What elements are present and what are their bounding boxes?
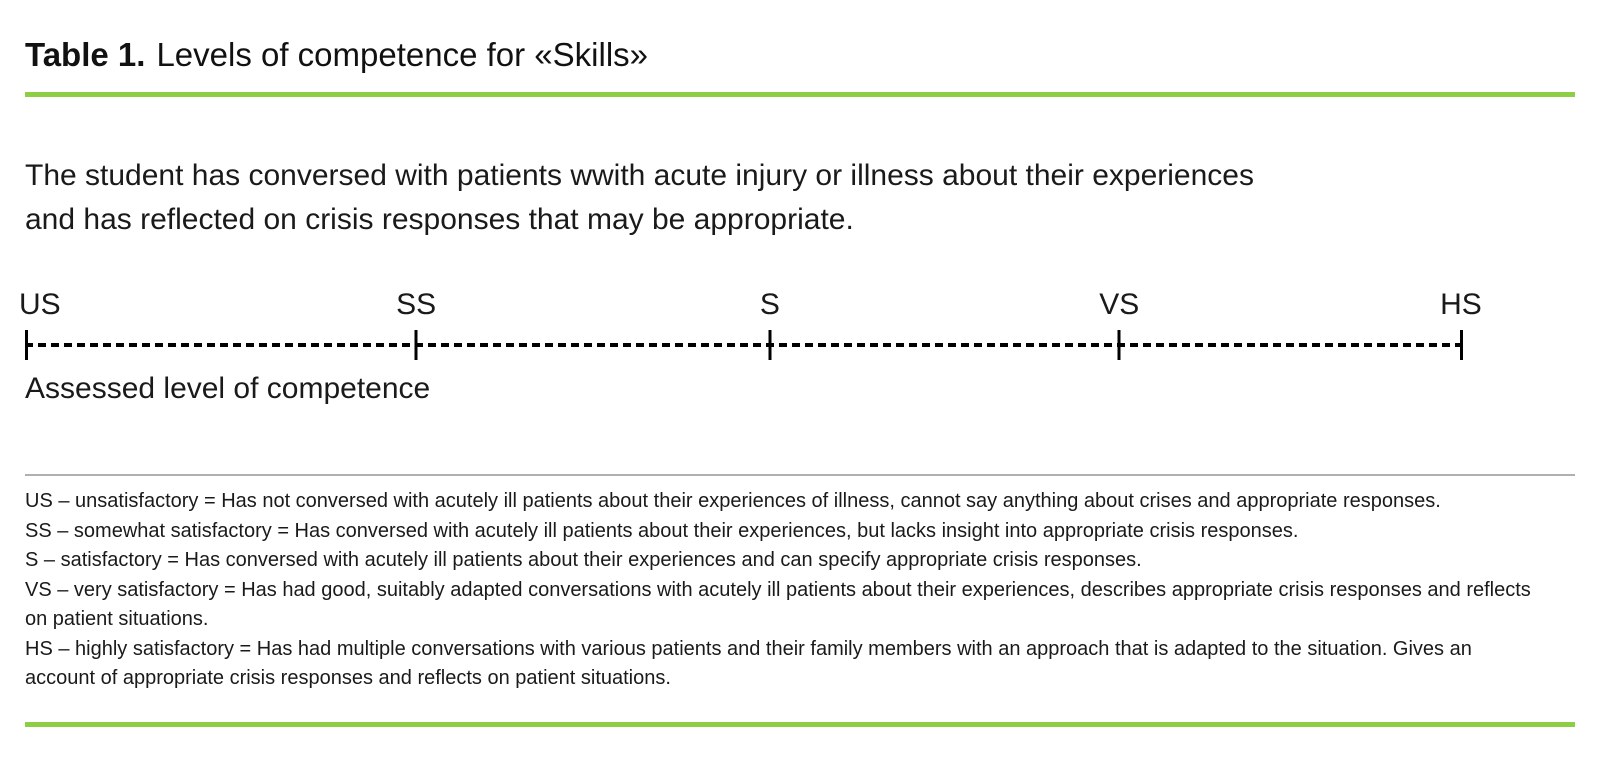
legend-entry-s: S – satisfactory = Has conversed with ac… [25,549,1142,571]
table-title: Table 1. Levels of competence for «Skills… [25,0,1575,76]
scale-label-vs: VS [1099,288,1140,321]
scale-axis-line [25,330,1463,360]
scale-dashed-line [25,343,1463,347]
skill-description-line: and has reflected on crisis responses th… [25,203,854,236]
table-title-text: Levels of competence for «Skills» [156,36,649,73]
skill-description: The student has conversed with patients … [25,154,1575,242]
scale-tick [1460,330,1463,360]
scale-label-ss: SS [396,288,437,321]
legend-divider-rule [25,474,1575,476]
competence-legend: US – unsatisfactory = Has not conversed … [25,487,1537,694]
top-accent-rule [25,92,1575,97]
legend-entry-ss: SS – somewhat satisfactory = Has convers… [25,519,1299,542]
legend-entry-hs: HS – highly satisfactory = Has had multi… [25,637,1472,690]
scale-tick [25,330,28,360]
legend-entry-vs: VS – very satisfactory = Has had good, s… [25,578,1531,631]
skill-description-line: The student has conversed with patients … [25,159,1254,192]
scale-label-us: US [19,288,61,321]
scale-caption: Assessed level of competence [25,372,431,405]
scale-tick [414,330,418,360]
scale-label-hs: HS [1440,288,1482,321]
scale-labels-row: US SS S VS HS [19,288,1482,328]
bottom-accent-rule [25,721,1575,727]
table-number-label: Table 1. [25,36,146,73]
scale-tick [768,330,772,360]
scale-tick [1117,330,1121,360]
scale-label-s: S [759,288,780,321]
competence-scale: US SS S VS HS Assessed level of competen… [19,288,1482,410]
legend-entry-us: US – unsatisfactory = Has not conversed … [25,490,1441,512]
